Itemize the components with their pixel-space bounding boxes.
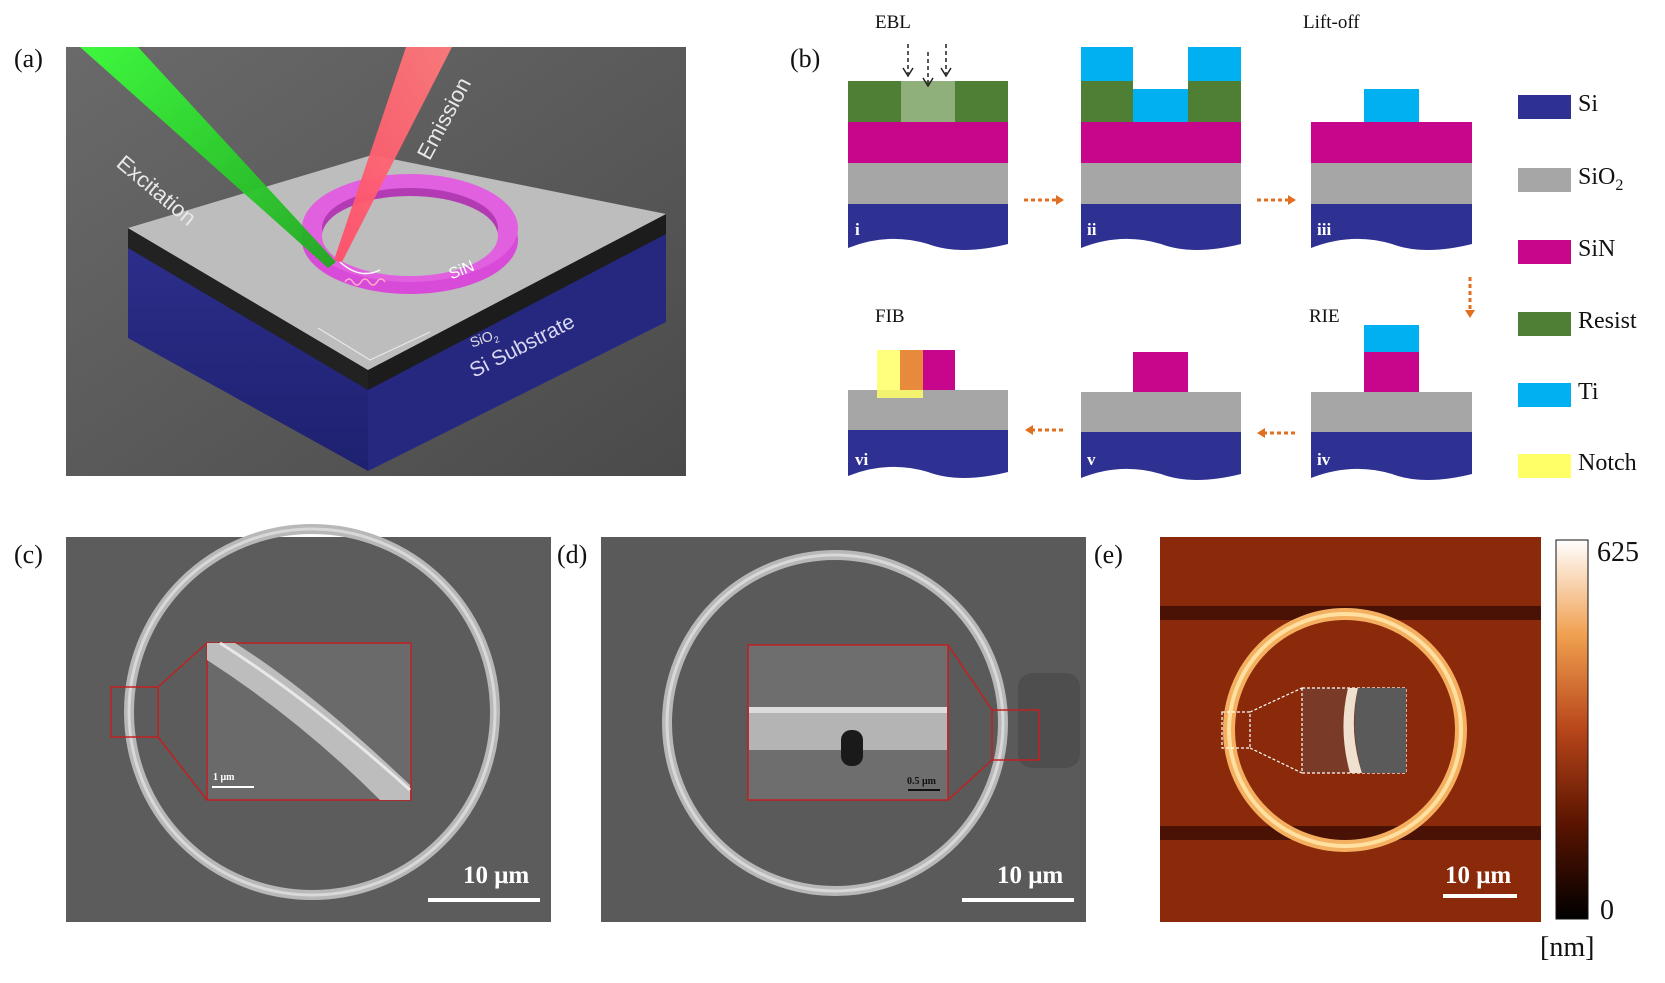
stage-i <box>848 44 1008 250</box>
legend-swatch-sin <box>1518 240 1571 264</box>
step-rie-label: RIE <box>1309 306 1340 327</box>
ring-resonator-outer <box>302 186 518 294</box>
stage-iii <box>1311 89 1472 250</box>
stage-iii-number: iii <box>1317 220 1332 239</box>
panel-d-label: (d) <box>557 540 588 569</box>
panel-c-scale-label: 10 μm <box>463 862 530 889</box>
panel-a-background <box>66 47 686 476</box>
step-ebl-label: EBL <box>875 12 911 33</box>
panel-b-label: (b) <box>790 44 821 73</box>
stage-vi <box>848 350 1008 478</box>
legend-label-resist: Resist <box>1578 308 1637 334</box>
legend-label-notch: Notch <box>1578 450 1637 476</box>
legend-swatch-resist <box>1518 312 1571 336</box>
panel-c-label: (c) <box>14 540 43 569</box>
panel-d-inset-scale: 0.5 μm <box>907 776 936 787</box>
legend-label-ti: Ti <box>1578 379 1599 405</box>
sin-label: SiN <box>446 257 477 284</box>
legend-label-sio2: SiO2 <box>1578 164 1624 194</box>
substrate-left-face <box>128 243 368 471</box>
colorbar <box>1555 539 1589 920</box>
chip-top-surface <box>128 155 666 370</box>
excitation-beam <box>80 47 336 268</box>
legend-swatch-notch <box>1518 454 1571 478</box>
panel-e-label: (e) <box>1094 540 1123 569</box>
colorbar-min-label: 0 <box>1600 895 1614 926</box>
colorbar-max-label: 625 <box>1597 537 1639 568</box>
stage-i-number: i <box>855 220 860 239</box>
stage-iv <box>1311 325 1472 480</box>
panel-d-scale-label: 10 μm <box>997 862 1064 889</box>
legend-swatch-sio2 <box>1518 168 1571 192</box>
panel-a-label: (a) <box>14 44 43 73</box>
excitation-label: Excitation <box>111 150 202 231</box>
stage-v <box>1081 352 1241 480</box>
step-fib-label: FIB <box>875 306 905 327</box>
step-liftoff-label: Lift-off <box>1303 12 1360 33</box>
stage-vi-number: vi <box>855 450 869 469</box>
stage-ii <box>1081 47 1241 250</box>
legend-label-sin: SiN <box>1578 236 1616 262</box>
legend-swatch-si <box>1518 95 1571 119</box>
panel-c-inset-scale: 1 μm <box>213 772 235 783</box>
legend-label-si: Si <box>1578 91 1599 117</box>
emission-label: Emission <box>412 73 476 164</box>
panel-e-scale-label: 10 μm <box>1445 862 1512 889</box>
colorbar-unit-label: [nm] <box>1540 932 1595 963</box>
stage-ii-number: ii <box>1087 220 1097 239</box>
legend-swatch-ti <box>1518 383 1571 407</box>
stage-iv-number: iv <box>1317 450 1331 469</box>
stage-v-number: v <box>1087 450 1096 469</box>
